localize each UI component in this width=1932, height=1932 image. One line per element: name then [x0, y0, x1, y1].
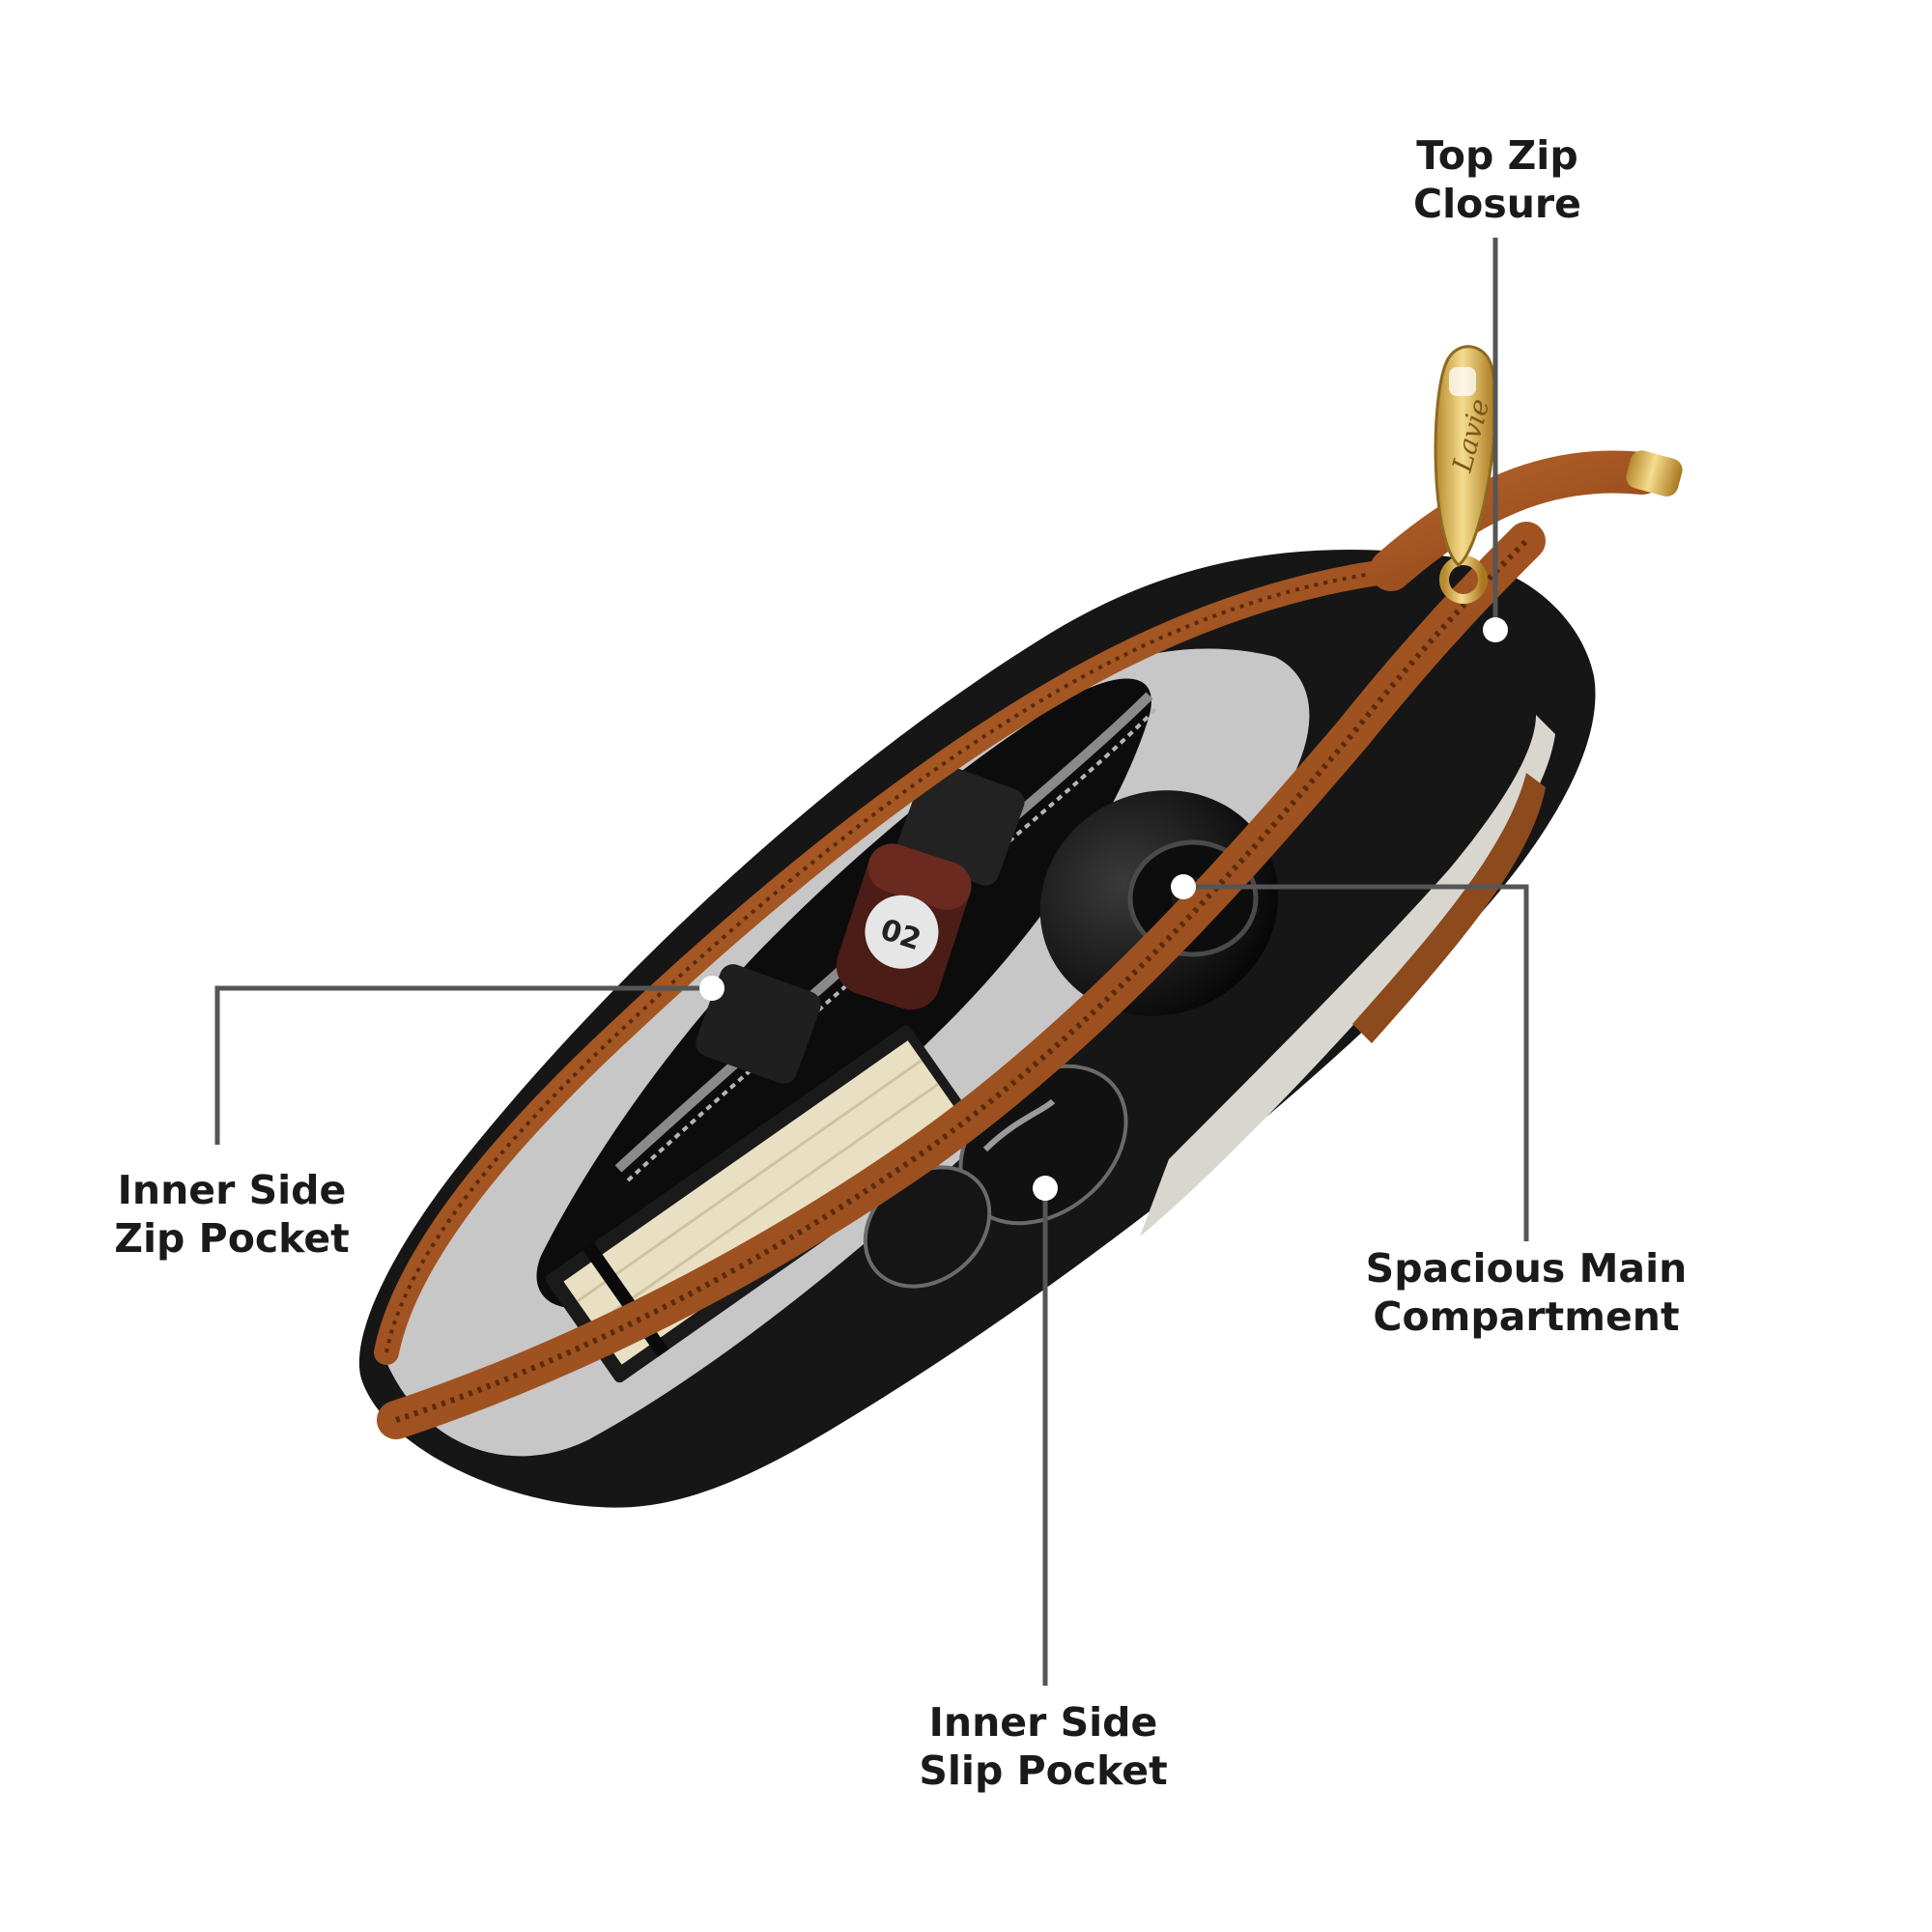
- callout-dot-slip-pocket: [1033, 1176, 1058, 1201]
- callout-slip-line2: Slip Pocket: [919, 1747, 1168, 1794]
- zipper-puller: Lavie: [1434, 345, 1497, 604]
- callout-dot-top-zip: [1483, 617, 1508, 642]
- callout-inner-side-zip-pocket: Inner Side Zip Pocket: [87, 1166, 377, 1263]
- callout-dots: [699, 617, 1508, 1201]
- callout-spacious-main-compartment: Spacious Main Compartment: [1333, 1244, 1719, 1341]
- callout-inner-side-slip-pocket: Inner Side Slip Pocket: [884, 1698, 1203, 1795]
- callout-top-zip-closure: Top Zip Closure: [1352, 131, 1642, 228]
- callout-dot-inner-zip-pocket: [699, 976, 724, 1001]
- lipstick: 02: [836, 843, 972, 1010]
- zip-end-cap: [1626, 450, 1683, 497]
- cosmetic-boxes: [696, 761, 1025, 1084]
- back-panel-strap: [1352, 773, 1546, 1043]
- main-zip-tape: [374, 450, 1663, 1439]
- callout-inner-zip-line1: Inner Side: [117, 1167, 347, 1213]
- callout-inner-zip-line2: Zip Pocket: [114, 1215, 350, 1262]
- callout-main-line2: Compartment: [1373, 1293, 1680, 1340]
- callout-dot-main-compartment: [1171, 874, 1196, 899]
- callout-slip-line1: Inner Side: [928, 1699, 1158, 1746]
- callout-main-line1: Spacious Main: [1365, 1245, 1688, 1292]
- callout-top-zip-line1: Top Zip: [1416, 132, 1578, 179]
- callout-top-zip-line2: Closure: [1413, 181, 1581, 227]
- callout-lines: [214, 238, 1529, 1686]
